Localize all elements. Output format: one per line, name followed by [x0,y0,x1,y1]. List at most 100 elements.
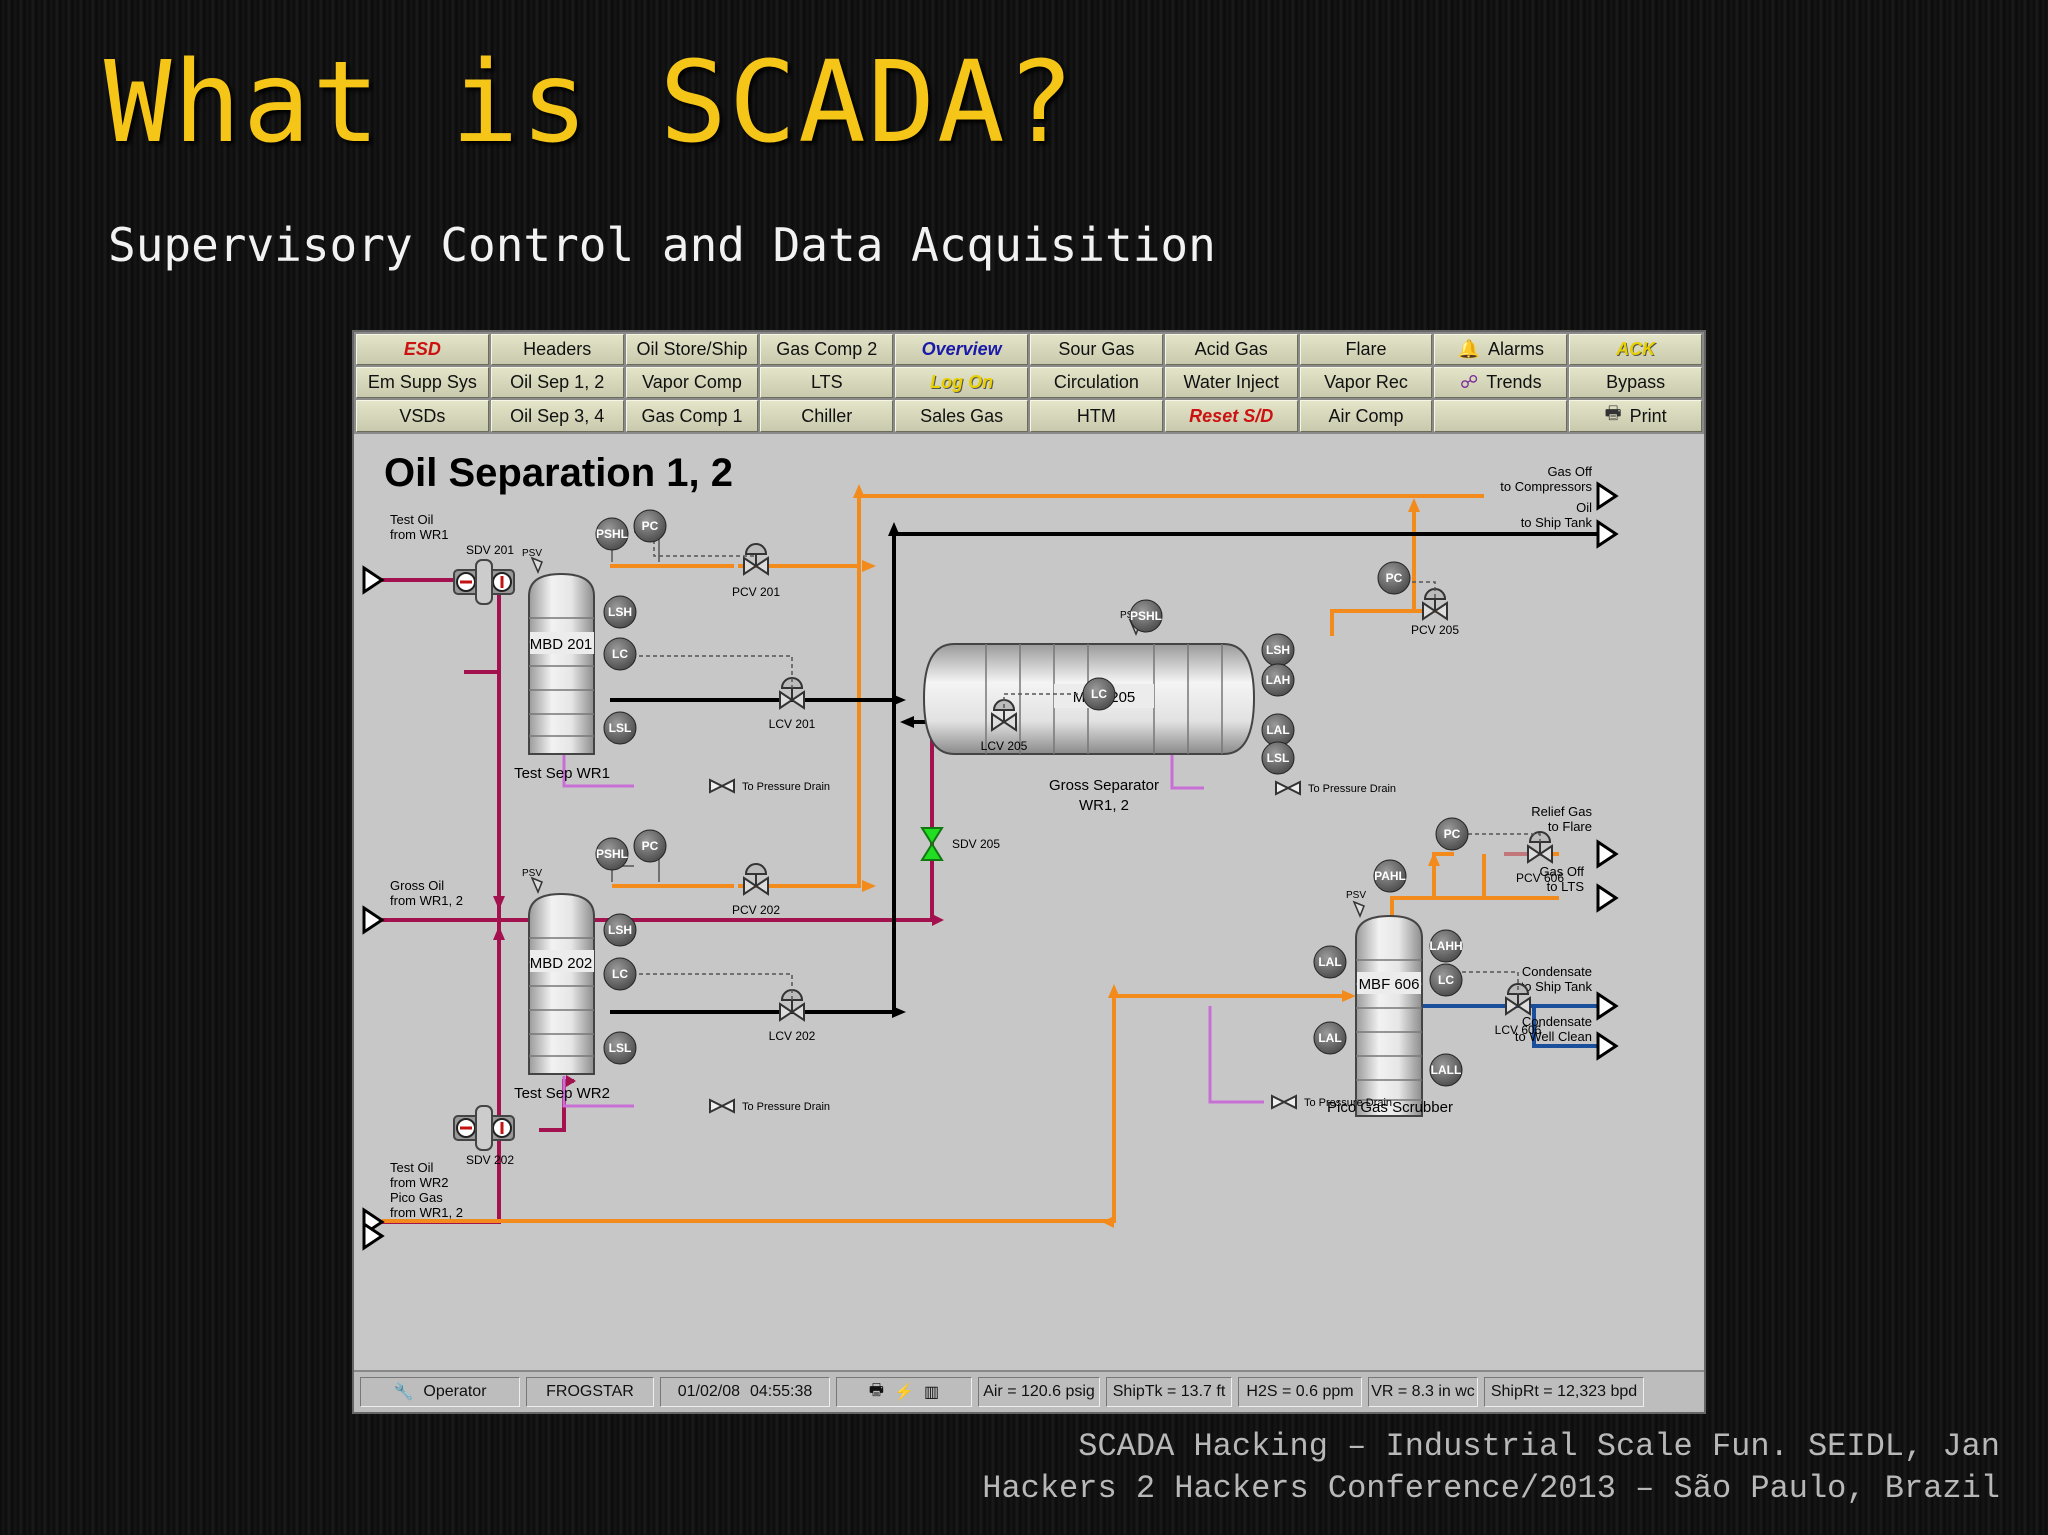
status-time: 04:55:38 [750,1383,813,1400]
label-line: from WR1, 2 [390,1205,463,1220]
status-operator[interactable]: 🔧Operator [360,1377,520,1407]
menu-chiller-button[interactable]: Chiller [760,400,894,432]
lcv205-label: LCV 205 [981,739,1028,753]
lcv202-label: LCV 202 [769,1029,816,1043]
caption-pico-scrubber: Pico Gas Scrubber [1327,1099,1453,1116]
menu-vsds-button[interactable]: VSDs [356,400,489,432]
lcv201-valve[interactable] [779,677,805,710]
label-line: from WR1, 2 [390,893,463,908]
label-line: to Flare [1548,819,1592,834]
pcv205-valve[interactable] [1422,588,1448,621]
instrument-lsh-205: LSH [1261,633,1295,667]
psv-label-1: PSV [522,548,542,559]
instrument-lsl-205: LSL [1261,741,1295,775]
pcv202-valve[interactable] [743,863,769,896]
vessel-mbd201-label: MBD 201 [530,636,593,653]
menu-lts-button[interactable]: LTS [760,367,894,398]
menu-headers-button[interactable]: Headers [490,334,624,365]
menu-oil-store-ship-button[interactable]: Oil Store/Ship [625,334,759,365]
instrument-pc-606: PC [1435,817,1469,851]
status-date: 01/02/08 [677,1383,740,1400]
menu-oil-sep-1-2-button[interactable]: Oil Sep 1, 2 [490,367,624,398]
status-operator-label: Operator [423,1383,487,1400]
pcv202-label: PCV 202 [732,903,780,917]
drain-valves[interactable] [709,778,1301,1114]
psv-label-2: PSV [522,868,542,879]
menu-esd-button[interactable]: ESD [356,334,489,365]
instrument-bubbles[interactable]: PSHL PC LSH LC LSL PSHL PC LSH LC LSL PS… [595,509,1469,1087]
menu-empty-button[interactable] [1434,400,1568,432]
menu-circulation-button[interactable]: Circulation [1030,367,1163,398]
sdv202-valve[interactable] [453,1105,515,1151]
instrument-lsh-202: LSH [603,913,637,947]
sdv201-valve[interactable] [453,559,515,605]
sdv205-label: SDV 205 [952,837,1000,851]
oil-arrows [888,522,914,1018]
caption-test-sep-wr1: Test Sep WR1 [514,765,610,782]
menu-flare-button[interactable]: Flare [1299,334,1433,365]
menu-sales-gas-button[interactable]: Sales Gas [895,400,1028,432]
menu-print-button[interactable]: 🖶Print [1569,400,1702,432]
status-air: Air = 120.6 psig [978,1377,1100,1407]
gas-arrows [853,484,1440,1228]
lcv202-valve[interactable] [779,989,805,1022]
instrument-lal-205: LAL [1261,713,1295,747]
vessel-mbd202[interactable]: MBD 202 [528,892,595,1075]
menu-overview-button[interactable]: Overview [895,334,1028,365]
printer-status-icon: 🖶 [868,1381,885,1399]
svg-text:LAH: LAH [1266,673,1291,687]
svg-text:LSL: LSL [609,721,632,735]
svg-text:PC: PC [642,839,659,853]
vessel-mbd201[interactable]: MBD 201 [528,572,595,755]
svg-text:LSH: LSH [608,923,632,937]
menu-alarms-label: Alarms [1487,339,1544,359]
instrument-lsh-201: LSH [603,595,637,629]
menu-log-on-button[interactable]: Log On [895,367,1028,398]
hmi-menu-grid: ESD Headers Oil Store/Ship Gas Comp 2 Ov… [354,332,1704,434]
menu-oil-sep-3-4-button[interactable]: Oil Sep 3, 4 [490,400,624,432]
trends-icon: ☍ [1459,372,1479,392]
drain-piping [562,754,1264,1108]
menu-gas-comp-1-button[interactable]: Gas Comp 1 [625,400,759,432]
menu-htm-button[interactable]: HTM [1030,400,1163,432]
menu-ack-button[interactable]: ACK [1569,334,1702,365]
status-vr: VR = 8.3 in wc [1368,1377,1478,1407]
process-diagram: Oil Separation 1, 2 [362,451,1619,1251]
menu-alarms-button[interactable]: 🔔Alarms [1434,334,1568,365]
pcv201-valve[interactable] [743,543,769,576]
menu-sour-gas-button[interactable]: Sour Gas [1030,334,1163,365]
pcv606-valve[interactable] [1527,831,1553,864]
vessel-mbf606[interactable]: MBF 606 [1355,914,1423,1117]
drain-label-4: To Pressure Drain [1304,1097,1392,1109]
menu-air-comp-button[interactable]: Air Comp [1299,400,1433,432]
menu-vapor-rec-button[interactable]: Vapor Rec [1299,367,1433,398]
svg-text:LC: LC [1091,687,1107,701]
footer-line-2: Hackers 2 Hackers Conference/2013 – São … [982,1470,2000,1507]
menu-em-supp-sys-button[interactable]: Em Supp Sys [356,367,489,398]
vessel-mbf606-label: MBF 606 [1359,976,1420,993]
network-status-icon: ⚡ [894,1384,914,1401]
menu-reset-sd-button[interactable]: Reset S/D [1164,400,1298,432]
menu-vapor-comp-button[interactable]: Vapor Comp [625,367,759,398]
caption-test-sep-wr2: Test Sep WR2 [514,1085,610,1102]
printer-icon: 🖶 [1604,403,1622,423]
label-line: Gross Oil [390,878,444,893]
instrument-lc-205: LC [1082,677,1116,711]
menu-water-inject-button[interactable]: Water Inject [1164,367,1298,398]
sdv205-valve[interactable] [920,827,944,861]
menu-bypass-button[interactable]: Bypass [1569,367,1702,398]
instrument-lsl-201: LSL [603,711,637,745]
menu-acid-gas-button[interactable]: Acid Gas [1164,334,1298,365]
label-line: Pico Gas [390,1190,443,1205]
menu-gas-comp-2-button[interactable]: Gas Comp 2 [760,334,894,365]
instrument-pshl-205: PSHL [1129,599,1163,633]
menu-trends-button[interactable]: ☍Trends [1434,367,1568,398]
svg-text:LC: LC [612,967,628,981]
